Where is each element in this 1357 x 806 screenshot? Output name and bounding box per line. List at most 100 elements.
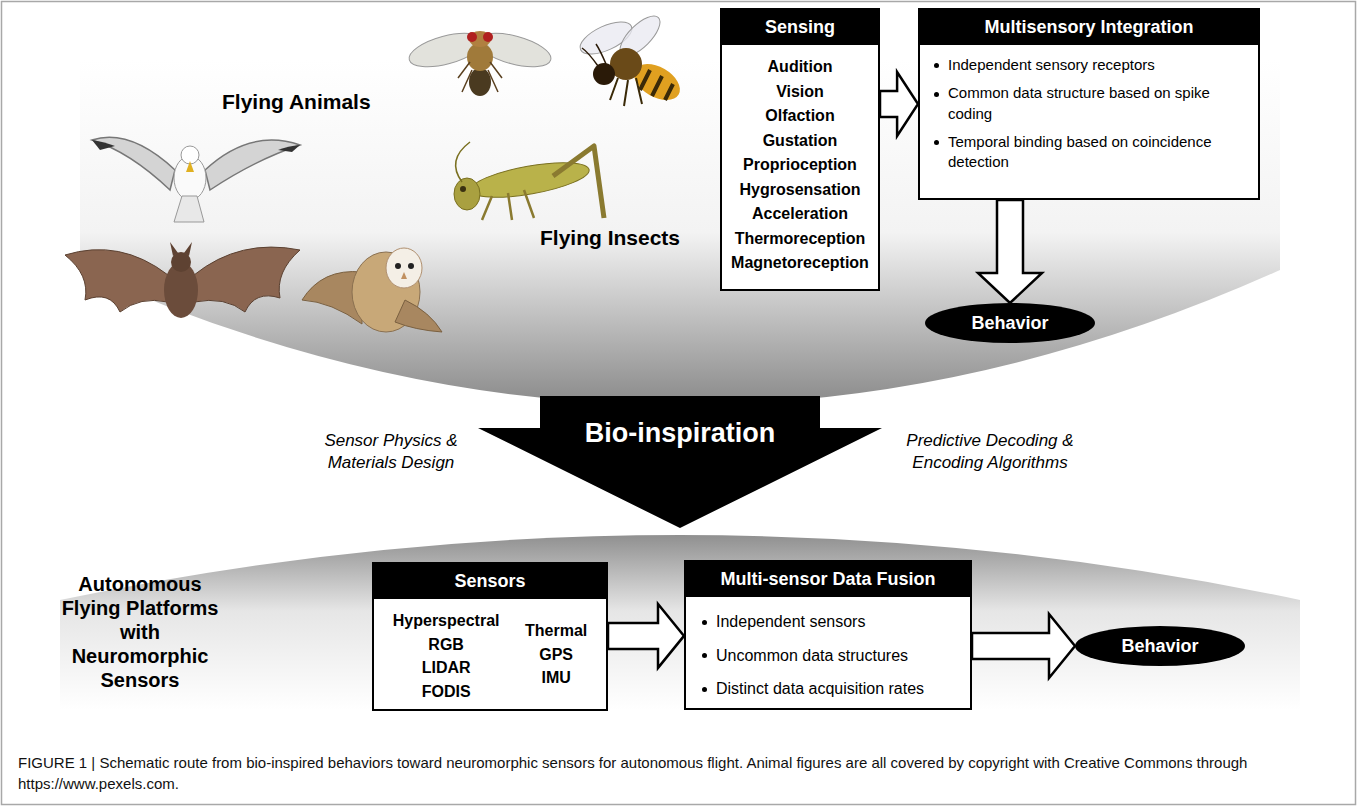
grasshopper-figure [456,142,470,182]
machine-band [60,535,1300,720]
seagull-figure [205,140,300,190]
group-label: Flying Animals [222,90,371,114]
bullet-item: Temporal binding based on coincidence de… [932,132,1246,173]
hollow-arrow [972,614,1075,678]
grasshopper-figure [454,178,480,210]
bullet-item: Independent sensory receptors [932,55,1246,75]
behavior-ellipse: Behavior [925,303,1095,343]
sense-item: Audition [722,55,878,80]
box-heading: Multi-sensor Data Fusion [686,562,970,597]
fruit-fly-figure [467,32,477,42]
seagull-figure [278,145,300,152]
box-body: HyperspectralRGBLIDARFODIS ThermalGPSIMU [374,599,606,709]
bullet-item: Distinct data acquisition rates [700,678,956,700]
bee-figure [640,70,673,100]
fruit-fly-figure [458,62,502,92]
side-note: Predictive Decoding & Encoding Algorithm… [895,430,1085,474]
behavior-text: Behavior [1121,636,1198,657]
bullet-text: Common data structure based on spike cod… [948,84,1210,121]
bullet-dot [702,687,707,692]
owl-figure [408,263,414,269]
platform-label: Autonomous Flying Platforms with Neuromo… [57,572,223,692]
sensor-column: HyperspectralRGBLIDARFODIS [393,609,500,703]
arrow-shape [478,396,882,528]
grasshopper-figure [460,186,466,192]
sense-item: Olfaction [722,104,878,129]
seagull-figure [174,156,206,200]
hollow-arrow [608,604,684,668]
bee-figure [593,63,615,85]
sense-item: Thermoreception [722,227,878,252]
fruit-fly-figure [469,68,491,96]
owl-figure [395,300,442,332]
sensor-item: FODIS [393,680,500,704]
sense-item: Acceleration [722,202,878,227]
fruit-fly-figure [406,27,555,96]
bat-figure [170,242,192,256]
bullet-text: Independent sensory receptors [948,56,1155,73]
bullet-item: Independent sensors [700,611,956,633]
box-heading: Sensing [722,10,878,45]
bullet-item: Common data structure based on spike cod… [932,83,1246,124]
sensor-item: IMU [525,666,587,690]
side-note: Sensor Physics & Materials Design [316,430,466,474]
bee-figure [576,10,687,108]
owl-figure [395,263,401,269]
box-heading: Sensors [374,564,606,599]
box-body: Independent sensorsUncommon data structu… [686,597,970,708]
fruit-fly-figure [467,43,493,71]
group-label: Flying Insects [540,226,680,250]
bat-figure [194,247,300,312]
seagull-figure [174,196,204,222]
process-box: Multisensory IntegrationIndependent sens… [918,8,1260,200]
box-body: Independent sensory receptorsCommon data… [920,45,1258,182]
arrow-shape [478,396,882,528]
bee-figure [610,78,642,106]
grasshopper-figure [482,190,534,220]
sense-item: Hygrosensation [722,178,878,203]
bullet-text: Uncommon data structures [716,647,908,664]
process-box: SensingAuditionVisionOlfactionGustationP… [720,8,880,291]
seagull-figure [92,137,300,222]
bullet-dot [934,140,939,145]
seagull-figure [92,137,175,190]
sensor-item: RGB [393,633,500,657]
bullet-text: Distinct data acquisition rates [716,680,924,697]
owl-figure [386,248,422,288]
grasshopper-figure [553,146,604,218]
bat-figure [65,242,300,318]
bullet-dot [934,63,939,68]
owl-figure [401,272,407,279]
bullet-item: Uncommon data structures [700,645,956,667]
process-box: SensorsHyperspectralRGBLIDARFODIS Thermal… [372,562,608,711]
sensor-item: LIDAR [393,656,500,680]
bio-inspiration-arrow: Bio-inspiration [478,396,882,528]
bullet-text: Independent sensors [716,613,865,630]
box-body: AuditionVisionOlfactionGustationProprioc… [722,45,878,282]
sense-item: Magnetoreception [722,251,878,276]
bee-figure [582,44,606,66]
sensor-item: GPS [525,643,587,667]
owl-figure [302,248,442,332]
figure-caption: FIGURE 1 | Schematic route from bio-insp… [18,752,1338,794]
sensor-column: ThermalGPSIMU [525,609,587,703]
grasshopper-figure [454,142,604,220]
sensor-item: Hyperspectral [393,609,500,633]
seagull-figure [186,161,194,172]
bullet-dot [702,653,707,658]
bat-figure [65,250,168,312]
bullet-dot [934,92,939,97]
hollow-arrow [978,200,1042,303]
box-heading: Multisensory Integration [920,10,1258,45]
sense-item: Vision [722,80,878,105]
process-box: Multi-sensor Data FusionIndependent sens… [684,560,972,710]
sense-item: Gustation [722,129,878,154]
behavior-ellipse: Behavior [1075,626,1245,666]
seagull-figure [92,140,115,150]
fruit-fly-figure [483,32,493,42]
bullet-dot [702,620,707,625]
hollow-arrow [880,72,918,136]
arrow-title: Bio-inspiration [478,418,882,449]
sense-item: Proprioception [722,153,878,178]
